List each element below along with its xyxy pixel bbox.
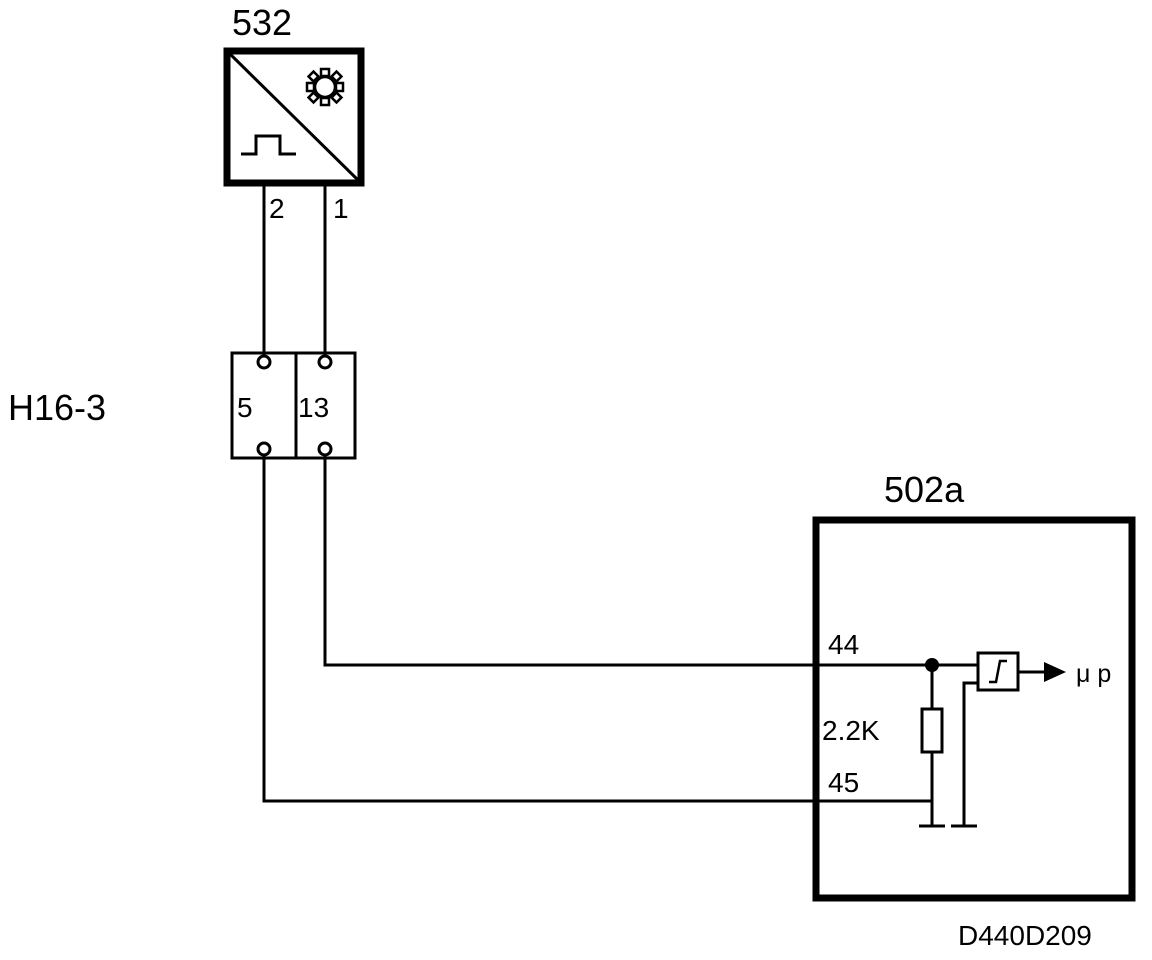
resistor [920, 707, 944, 754]
arrow-right-icon [1044, 662, 1066, 682]
trigger-ground-wire [962, 681, 978, 826]
sensor-id-label: 532 [232, 2, 292, 43]
sensor-box [223, 47, 365, 187]
connector-pin-13-label: 13 [298, 392, 329, 423]
sensor-532 [223, 47, 365, 187]
pin-terminal [317, 354, 333, 370]
controller-id-label: 502a [884, 469, 965, 510]
terminal-45-label: 45 [828, 767, 859, 798]
controller-box [812, 516, 1136, 902]
terminal-44-label: 44 [828, 629, 859, 660]
output-label: μ p [1076, 660, 1111, 688]
gear-icon [305, 67, 345, 107]
sensor-pin-1-label: 1 [333, 193, 349, 224]
sensor-diagonal [225, 49, 363, 185]
pin-terminal [317, 441, 333, 457]
resistor-value-label: 2.2K [822, 715, 880, 746]
hysteresis-icon [989, 659, 1007, 684]
wire-13-to-44 [323, 455, 932, 667]
pin-terminal [256, 441, 272, 457]
connector-pin-5-label: 5 [237, 392, 253, 423]
sensor-pin-2-label: 2 [269, 193, 285, 224]
figure-code: D440D209 [958, 920, 1092, 951]
pin-terminal [256, 354, 272, 370]
wire-5-to-45 [262, 455, 932, 803]
connector-id-label: H16-3 [8, 387, 106, 428]
pulse-waveform-icon [241, 134, 296, 156]
